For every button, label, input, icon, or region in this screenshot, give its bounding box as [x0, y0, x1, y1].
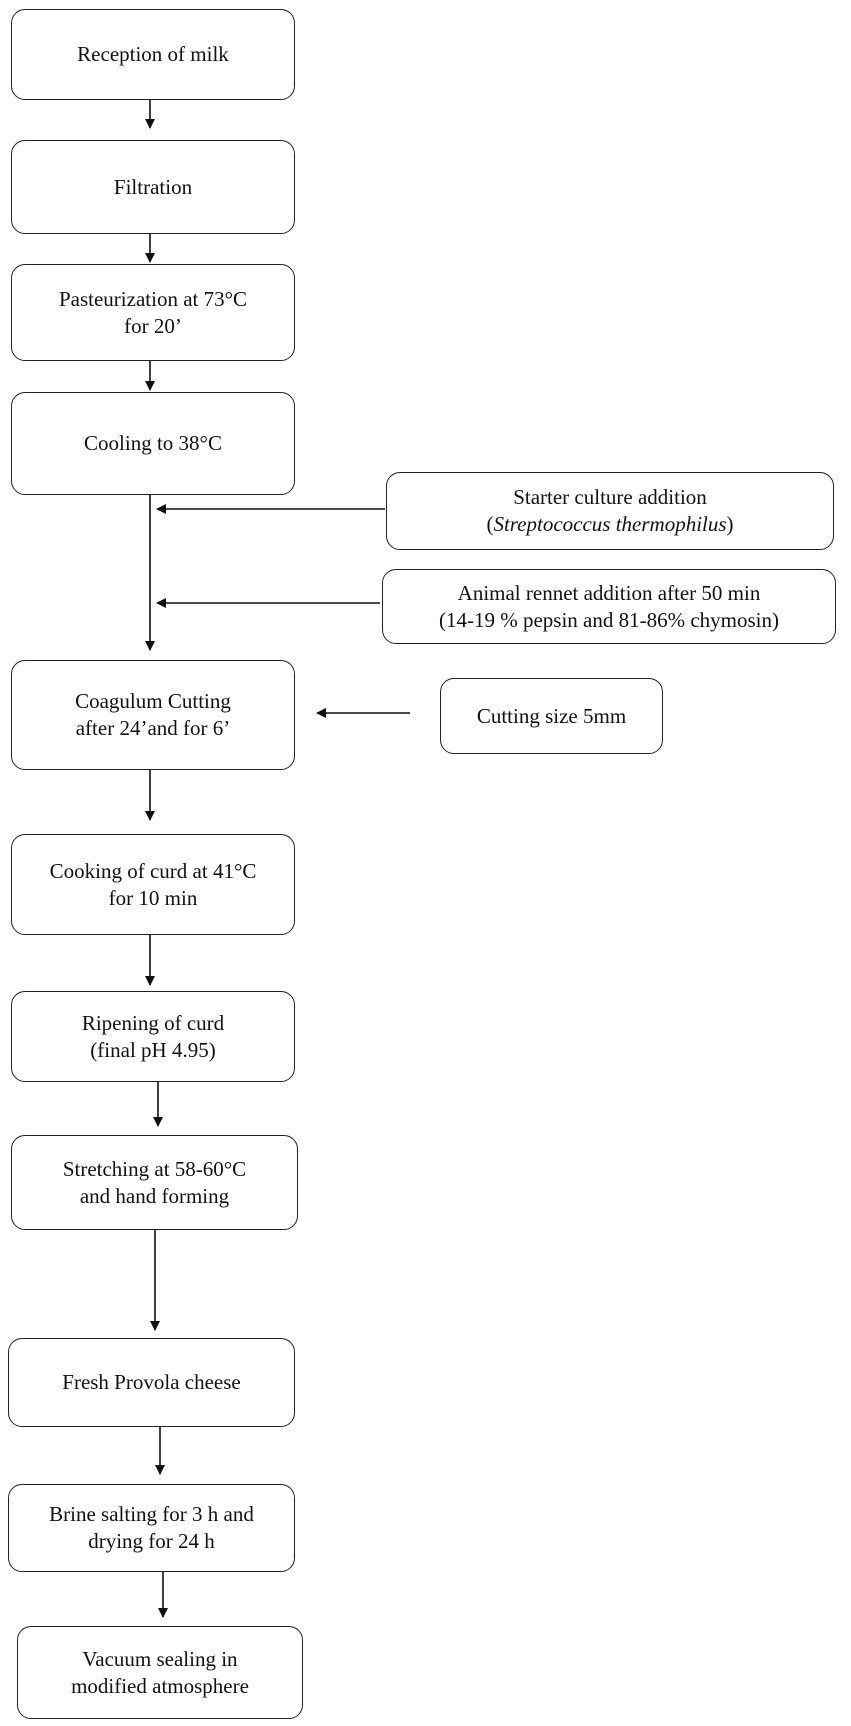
step-label-line: and hand forming: [79, 1183, 230, 1208]
step-cooking-of-curd: Cooking of curd at 41°C for 10 min: [11, 834, 295, 935]
step-cooling: Cooling to 38°C: [11, 392, 295, 495]
paren-close: ): [726, 512, 734, 536]
step-filtration: Filtration: [11, 140, 295, 234]
paren-open: (: [486, 512, 494, 536]
step-ripening-of-curd: Ripening of curd (final pH 4.95): [11, 991, 295, 1082]
organism-name: Streptococcus thermophilus: [493, 512, 727, 536]
step-label-line: Fresh Provola cheese: [62, 1370, 241, 1395]
step-reception-of-milk: Reception of milk: [11, 9, 295, 100]
step-label-line: Filtration: [113, 174, 193, 199]
input-label-line: (Streptococcus thermophilus): [486, 511, 733, 538]
step-pasteurization: Pasteurization at 73°C for 20’: [11, 264, 295, 361]
step-label-line: Stretching at 58-60°C: [62, 1156, 247, 1181]
step-fresh-provola-cheese: Fresh Provola cheese: [8, 1338, 295, 1427]
step-label-line: Pasteurization at 73°C: [58, 286, 248, 311]
input-starter-culture: Starter culture addition (Streptococcus …: [386, 472, 834, 550]
step-label-line: after 24’and for 6’: [75, 716, 231, 740]
step-coagulum-cutting: Coagulum Cutting after 24’and for 6’: [11, 660, 295, 770]
step-label-line: Cooling to 38°C: [84, 431, 222, 456]
input-label-line: Animal rennet addition after 50 min: [457, 580, 761, 605]
step-label-line: modified atmosphere: [71, 1673, 249, 1698]
step-label-line: Brine salting for 3 h and: [49, 1502, 254, 1527]
step-label-line: for 10 min: [108, 885, 198, 910]
step-label-line: drying for 24 h: [88, 1529, 215, 1553]
step-stretching: Stretching at 58-60°C and hand forming: [11, 1135, 298, 1230]
input-animal-rennet: Animal rennet addition after 50 min (14-…: [382, 569, 836, 644]
step-label-line: Vacuum sealing in: [82, 1646, 238, 1671]
input-cutting-size: Cutting size 5mm: [440, 678, 663, 754]
step-label-line: Coagulum Cutting: [75, 689, 231, 714]
step-vacuum-sealing: Vacuum sealing in modified atmosphere: [17, 1626, 303, 1719]
step-label-line: Cooking of curd at 41°C: [49, 858, 257, 883]
step-label-line: (final pH 4.95): [90, 1037, 216, 1062]
step-label-line: Reception of milk: [77, 42, 229, 67]
step-brine-salting: Brine salting for 3 h and drying for 24 …: [8, 1484, 295, 1572]
input-label-line: (14-19 % pepsin and 81-86% chymosin): [438, 607, 780, 632]
input-label-line: Cutting size 5mm: [476, 703, 627, 728]
input-label-line: Starter culture addition: [513, 485, 707, 510]
step-label-line: for 20’: [124, 313, 182, 338]
step-label-line: Ripening of curd: [81, 1010, 225, 1035]
